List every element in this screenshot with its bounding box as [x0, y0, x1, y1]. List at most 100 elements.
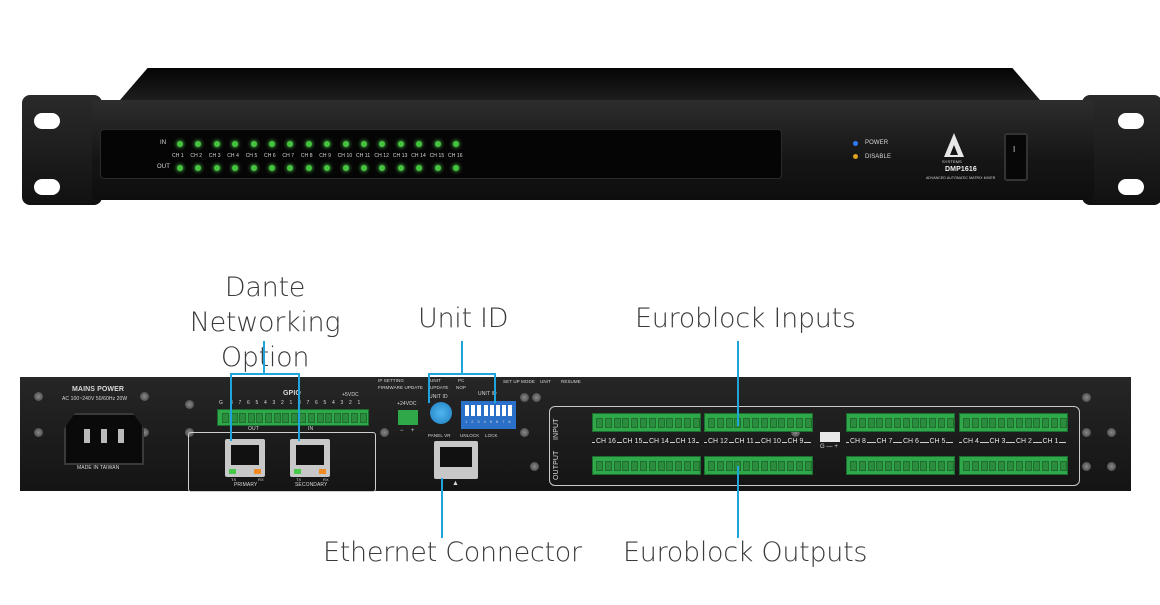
firmware-update-label: FIRMWARE UPDATE	[378, 385, 423, 390]
euroblock-cell	[1007, 461, 1014, 471]
euroblock-cell	[989, 461, 997, 471]
out-channel-led	[195, 165, 202, 171]
euroblock-channel-label: CH 1	[1041, 438, 1060, 445]
power-led	[853, 141, 858, 146]
ethernet-control-port[interactable]	[434, 441, 478, 479]
euroblock-output[interactable]	[846, 456, 955, 475]
dip-lever	[465, 405, 469, 416]
dip-number: 7	[502, 419, 505, 424]
euroblock-cell	[894, 461, 901, 471]
euroblock-output[interactable]	[959, 456, 1068, 475]
euroblock-cell	[692, 418, 700, 428]
front-panel-top	[120, 68, 1040, 100]
callout-leader-line	[737, 466, 739, 538]
euroblock-cell	[796, 461, 803, 471]
channel-rail	[846, 442, 953, 443]
euroblock-cell	[980, 418, 988, 428]
channel-label: CH 4	[227, 153, 239, 159]
euroblock-cell	[946, 461, 954, 471]
rj45-socket	[231, 445, 259, 465]
dip-lever	[502, 405, 507, 416]
link-led	[229, 469, 236, 474]
euroblock-cell	[946, 418, 954, 428]
rack-hole	[1118, 113, 1144, 129]
euroblock-output[interactable]	[592, 456, 701, 475]
ground-terminal[interactable]	[820, 432, 840, 442]
gpio-terminal-block[interactable]	[217, 409, 369, 426]
power-switch[interactable]: I	[1004, 133, 1028, 181]
screw	[1082, 393, 1091, 402]
in-channel-led	[250, 141, 257, 147]
euroblock-channel-label: CH 3	[988, 438, 1007, 445]
channel-label: CH 2	[190, 153, 203, 159]
gpio-terminal-cell	[299, 413, 307, 423]
iec-pin	[101, 429, 107, 443]
euroblock-channel-label: CH 4	[962, 438, 980, 445]
callout-ethernet-connector: Ethernet Connector	[323, 537, 582, 568]
euroblock-channel-label: CH 9	[786, 438, 805, 445]
euroblock-output[interactable]	[704, 456, 813, 475]
out-channel-led	[305, 165, 312, 171]
euroblock-cell	[743, 418, 751, 428]
channel-label: CH 12	[374, 153, 390, 159]
euroblock-cell	[675, 461, 683, 471]
euroblock-cell	[760, 418, 768, 428]
rack-hole	[34, 179, 60, 195]
screw	[532, 393, 541, 402]
euroblock-input[interactable]	[846, 413, 955, 432]
out-channel-led	[177, 165, 183, 171]
euroblock-cell	[1042, 418, 1050, 428]
euroblock-cell	[787, 418, 795, 428]
out-channel-led	[213, 165, 220, 171]
euroblock-cell	[796, 418, 803, 428]
euroblock-input[interactable]	[592, 413, 701, 432]
euroblock-cell	[752, 418, 759, 428]
dante-primary-port[interactable]	[225, 439, 265, 477]
iec-power-inlet[interactable]	[64, 413, 144, 465]
unit-id-rotary-switch[interactable]	[430, 402, 452, 424]
callout-leader-line	[441, 478, 443, 538]
dip-number: 6	[496, 419, 499, 424]
out-channel-led	[287, 165, 294, 171]
euroblock-cell	[929, 461, 937, 471]
euroblock-cell	[708, 418, 715, 428]
euroblock-cell	[929, 418, 937, 428]
unit-id-rotary-label: UNIT ID	[429, 394, 448, 400]
euroblock-cell	[963, 461, 970, 471]
dc-plus-label: +	[411, 428, 415, 434]
euroblock-cell	[998, 461, 1006, 471]
euroblock-cell	[666, 461, 674, 471]
dc-24v-terminal[interactable]	[398, 410, 418, 425]
euroblock-cell	[708, 461, 715, 471]
euroblock-cell	[1015, 418, 1023, 428]
gpio-out-pin-number: 5	[255, 400, 259, 406]
euroblock-channel-label: CH 15	[621, 438, 644, 445]
link-led	[294, 469, 301, 474]
dip-number: 2	[471, 419, 474, 424]
euroblock-cell	[1051, 461, 1058, 471]
euroblock-cell	[613, 418, 621, 428]
out-channel-led	[453, 165, 459, 171]
gpio-out-pin-number: 1	[289, 400, 293, 406]
gpio-terminal-cell	[316, 413, 324, 423]
gpio-terminal-cell	[282, 413, 290, 423]
dip-number: 1	[465, 419, 468, 424]
euroblock-cell	[885, 418, 893, 428]
euroblock-cell	[778, 418, 786, 428]
out-channel-led	[361, 165, 367, 171]
model-description: ADVANCED AUTOMATIC MATRIX MIXER	[926, 176, 996, 180]
euroblock-cell	[1042, 461, 1050, 471]
gpio-terminal-cell	[351, 413, 358, 423]
euroblock-cell	[778, 461, 786, 471]
firmware-update-option: UPDATE	[430, 385, 449, 390]
euroblock-cell	[631, 461, 639, 471]
iec-pin	[84, 429, 90, 443]
callout-leader-line	[298, 373, 300, 441]
dante-secondary-port[interactable]	[290, 439, 330, 477]
gpio-out-pin-number: 7	[238, 400, 242, 406]
euroblock-input[interactable]	[959, 413, 1068, 432]
euroblock-cell	[963, 418, 970, 428]
euroblock-cell	[971, 461, 979, 471]
euroblock-input[interactable]	[704, 413, 813, 432]
